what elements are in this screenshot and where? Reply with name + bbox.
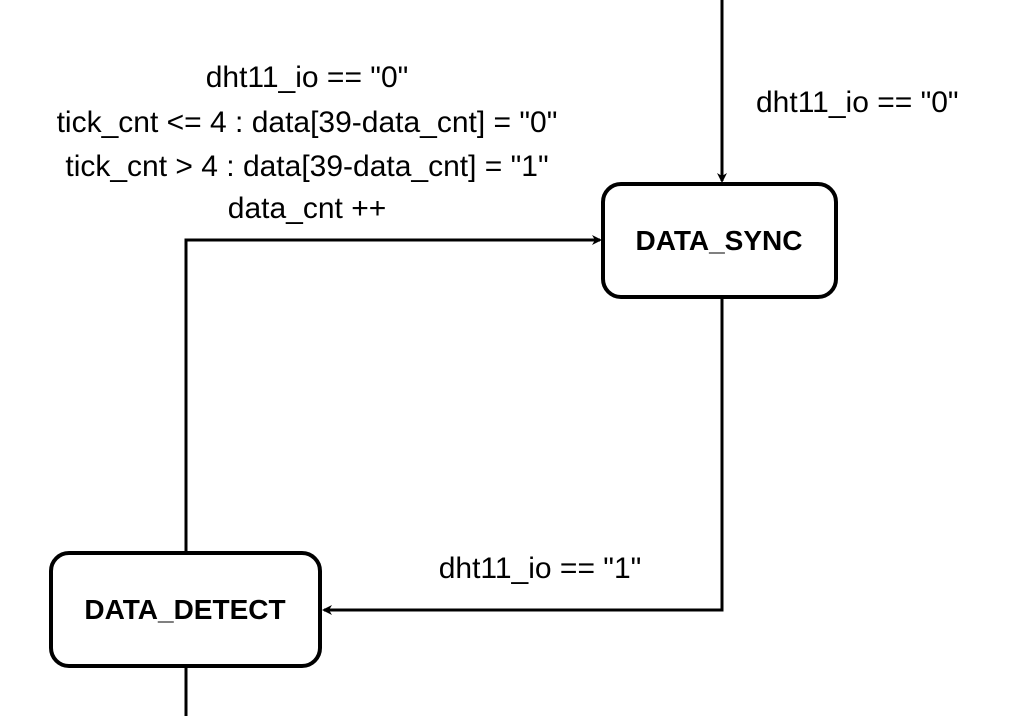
edge-label-detect-to-sync-line-4: data_cnt ++ [228, 192, 386, 225]
edge-label-detect-to-sync-line-1: dht11_io == "0" [206, 61, 409, 94]
state-label-data-sync: DATA_SYNC [636, 225, 803, 256]
state-label-data-detect: DATA_DETECT [84, 594, 285, 625]
edge-sync-to-detect [322, 298, 724, 615]
state-box-data-detect[interactable] [49, 551, 322, 668]
edge-label-detect-to-sync-line-2: tick_cnt <= 4 : data[39-data_cnt] = "0" [57, 106, 558, 139]
state-box-data-sync[interactable] [601, 182, 838, 299]
edge-label-into-data-sync: dht11_io == "0" [756, 86, 959, 119]
edge-detect-to-sync [184, 235, 602, 552]
edge-label-detect-to-sync-line-3: tick_cnt > 4 : data[39-data_cnt] = "1" [65, 150, 548, 183]
state-node-data-detect[interactable]: DATA_DETECT [49, 551, 322, 668]
state-node-data-sync[interactable]: DATA_SYNC [601, 182, 838, 299]
edge-label-sync-to-detect: dht11_io == "1" [439, 552, 642, 585]
